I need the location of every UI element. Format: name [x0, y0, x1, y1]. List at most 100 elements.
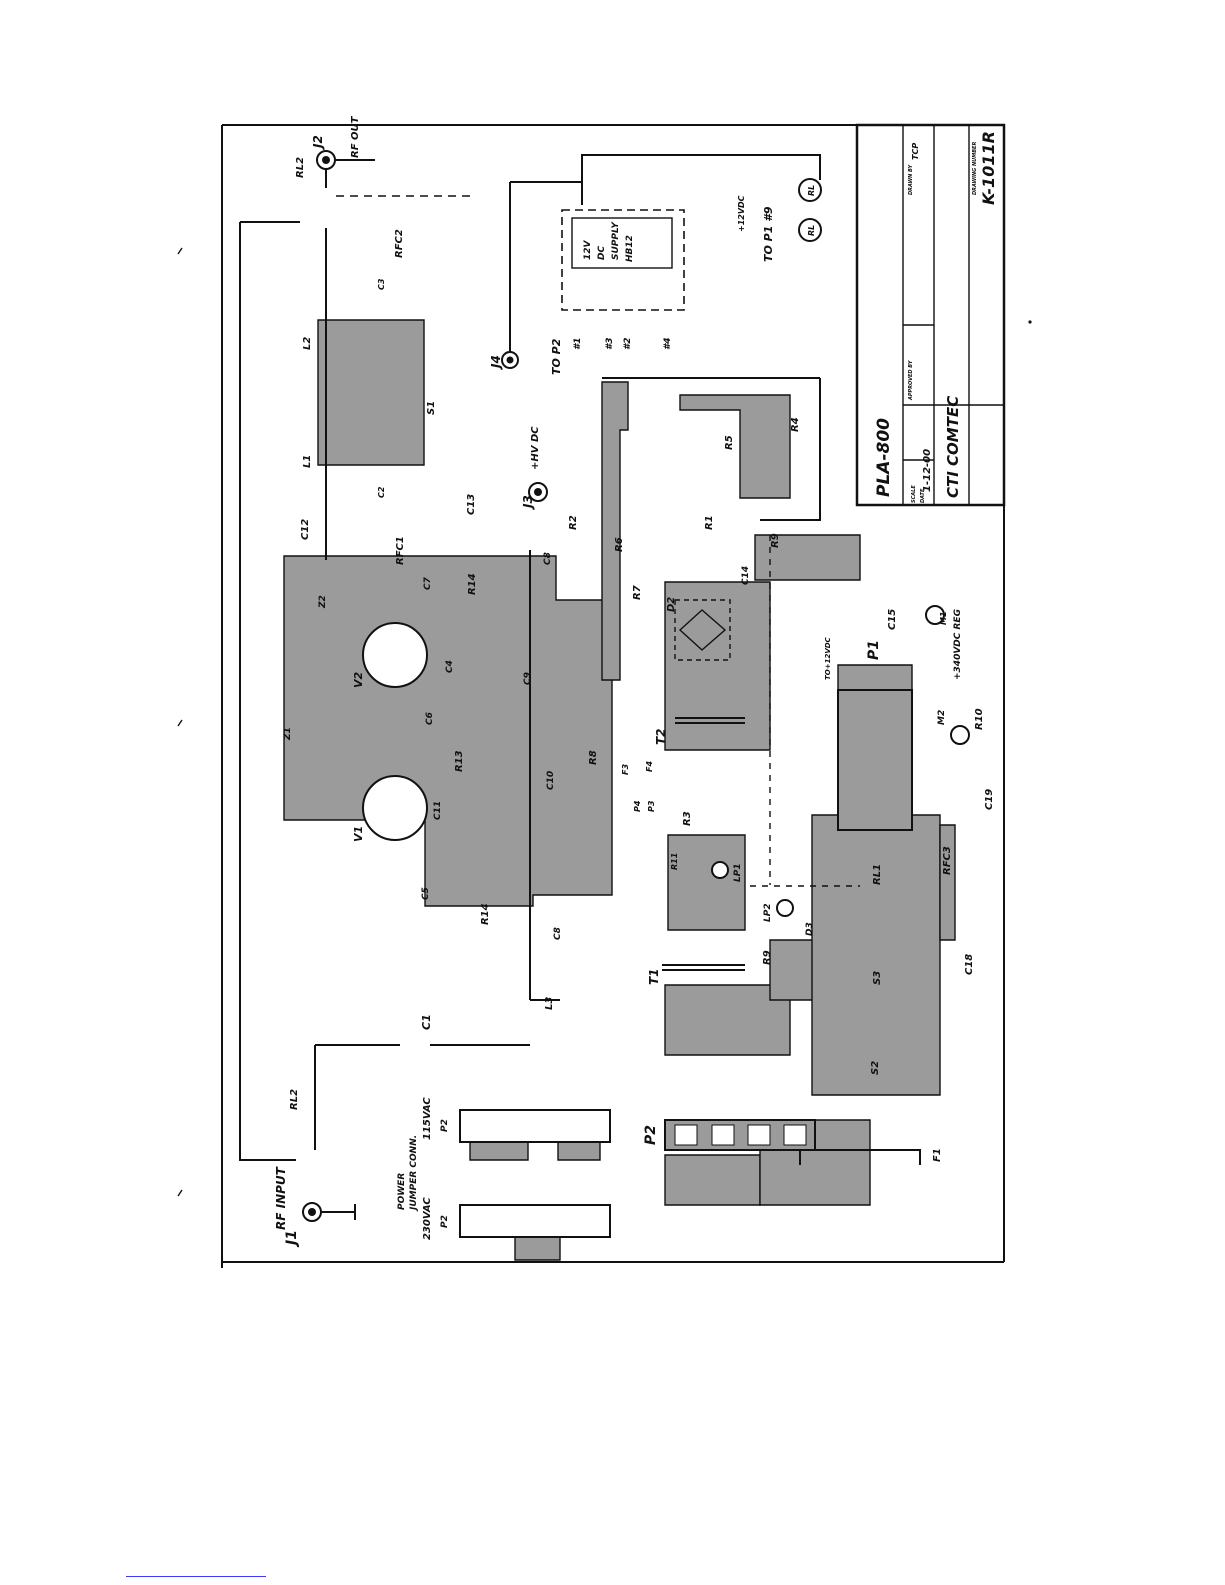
meter-m1: [925, 605, 945, 625]
label-r5: R5: [724, 435, 735, 450]
label-rfc2: RFC2: [394, 229, 405, 258]
label-c13: C13: [466, 494, 477, 515]
label-rf-out: RF OUT: [350, 115, 361, 158]
label-r4: R4: [790, 417, 801, 432]
label-c1: C1: [420, 1014, 433, 1030]
label-r9: R9: [770, 533, 781, 548]
label-scale: SCALE: [911, 485, 917, 503]
label-p3: P3: [647, 800, 656, 812]
label-l2: L2: [302, 337, 313, 350]
label-c5: C5: [421, 887, 431, 900]
label-l3: L3: [544, 997, 555, 1010]
label-c14: C14: [741, 566, 751, 585]
relay-coil-b: [798, 218, 822, 242]
label-r10: R10: [974, 708, 985, 730]
bottom-rule: [126, 1576, 266, 1577]
label-r2: R2: [568, 515, 579, 530]
supply-pin-4: #4: [663, 337, 673, 350]
lamp-lp2: [776, 899, 794, 917]
label-c2: C2: [377, 486, 386, 498]
jumper-title-1: POWER: [397, 1173, 407, 1210]
label-hv-dc: +HV DC: [530, 426, 541, 470]
jumper-230-strip: [459, 1204, 611, 1238]
label-s1: S1: [426, 401, 437, 415]
label-drawing-number: DRAWING NUMBER: [972, 142, 978, 195]
label-c7: C7: [423, 576, 433, 590]
supply-pin-1: #1: [573, 337, 583, 350]
label-r14b: R14: [480, 903, 491, 925]
label-c11: C11: [433, 801, 443, 820]
label-s3: S3: [872, 971, 883, 985]
jumper-115-strip: [459, 1109, 611, 1143]
connector-j3: [528, 482, 548, 502]
label-drawn-by: DRAWN BY: [908, 163, 914, 195]
drawing-number: K-1011R: [979, 131, 998, 205]
connector-j4: [501, 351, 519, 369]
supply-12vdc: +12VDC: [737, 195, 746, 232]
label-c10: C10: [546, 771, 556, 790]
label-c4: C4: [445, 660, 455, 673]
label-t1: T1: [647, 968, 661, 985]
label-rl-b: RL: [807, 225, 816, 236]
label-r1: R1: [704, 515, 715, 530]
supply-to-p2: TO P2: [550, 338, 563, 375]
label-j2: J2: [311, 135, 325, 150]
label-rfc1: RFC1: [395, 536, 406, 565]
label-d2: D2: [666, 597, 677, 612]
label-m1: M1: [939, 611, 948, 625]
label-p4: P4: [633, 800, 642, 812]
supply-line-4: HB12: [625, 235, 635, 262]
label-rl1: RL1: [872, 864, 883, 885]
label-c18: C18: [964, 954, 975, 975]
label-r7: R7: [632, 585, 643, 600]
drawing-date: 1-12-00: [922, 449, 933, 492]
label-l1: L1: [302, 455, 313, 468]
label-d3: D3: [805, 922, 815, 936]
transformer-t1: [662, 964, 745, 971]
label-approved-by: APPROVED BY: [908, 359, 914, 401]
label-c8b: C8: [553, 927, 563, 940]
label-z2: Z2: [318, 595, 328, 609]
label-c6: C6: [425, 712, 435, 725]
label-p1: P1: [866, 640, 882, 660]
p1-terminal-block: [837, 689, 913, 831]
label-rf-input: RF INPUT: [274, 1166, 288, 1230]
supply-pin-3: #3: [605, 337, 615, 350]
jumper-p2-a: P2: [440, 1215, 450, 1228]
p2-terminal-strip: [664, 1119, 816, 1151]
label-r11: R11: [670, 853, 679, 870]
label-date: DATE: [920, 488, 926, 503]
title-block: PLA-800 SCALE DATE 1-12-00 CTI COMTEC AP…: [855, 123, 1006, 507]
supply-line-3: SUPPLY: [611, 221, 621, 260]
model-name: PLA-800: [874, 418, 894, 497]
supply-to-p1: TO P1 #9: [762, 206, 775, 262]
label-rl2-bottom: RL2: [289, 1089, 300, 1110]
label-rfc3: RFC3: [942, 846, 953, 875]
label-v2: V2: [352, 671, 365, 688]
label-f3: F3: [621, 764, 630, 775]
label-r3: R3: [682, 811, 693, 826]
label-j3: J3: [521, 495, 535, 510]
label-c8a: C8: [543, 552, 553, 565]
labels: J1 RF INPUT J2 RF OUT J3 +HV DC J4 P1 P2…: [274, 115, 995, 1248]
supply-pin-2: #2: [623, 337, 633, 350]
label-r13: R13: [454, 750, 465, 772]
label-c3: C3: [377, 278, 386, 290]
company-name: CTI COMTEC: [944, 396, 962, 498]
label-to-12vdc: TO+12VDC: [824, 636, 832, 680]
label-r14a: R14: [467, 573, 478, 595]
label-lp2: LP2: [763, 903, 773, 922]
label-rl-a: RL: [807, 185, 816, 196]
label-lp1: LP1: [733, 863, 743, 882]
label-r6: R6: [614, 537, 625, 552]
label-f1: F1: [932, 1148, 943, 1162]
label-c12: C12: [300, 519, 311, 540]
transformer-t2: [675, 717, 745, 724]
supply-line-1: 12V: [583, 239, 593, 260]
label-r9b: R9: [762, 950, 773, 965]
label-z1: Z1: [283, 727, 293, 741]
connector-j1: [302, 1202, 356, 1222]
tube-v1: [362, 775, 428, 841]
tube-v2: [362, 622, 428, 688]
lamp-lp1: [711, 861, 729, 879]
